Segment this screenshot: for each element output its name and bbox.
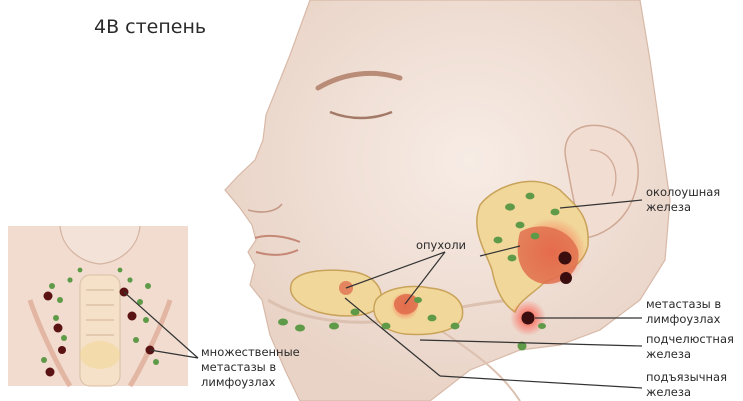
label-submandibular-gland: подчелюстная железа bbox=[646, 332, 734, 362]
neck-metastasis bbox=[522, 312, 535, 325]
parotid-metastasis bbox=[560, 272, 572, 284]
label-parotid-gland: околоушная железа bbox=[646, 185, 720, 215]
label-multiple-metastases: множественные метастазы в лимфоузлах bbox=[201, 345, 300, 390]
label-sublingual-gland: подъязычная железа bbox=[646, 370, 727, 400]
label-tumors: опухоли bbox=[416, 238, 466, 253]
stage-title: 4В степень bbox=[94, 16, 206, 38]
parotid-metastasis bbox=[559, 252, 572, 265]
label-lymph-metastases: метастазы в лимфоузлах bbox=[646, 297, 721, 327]
inset-neck-view bbox=[8, 226, 188, 386]
